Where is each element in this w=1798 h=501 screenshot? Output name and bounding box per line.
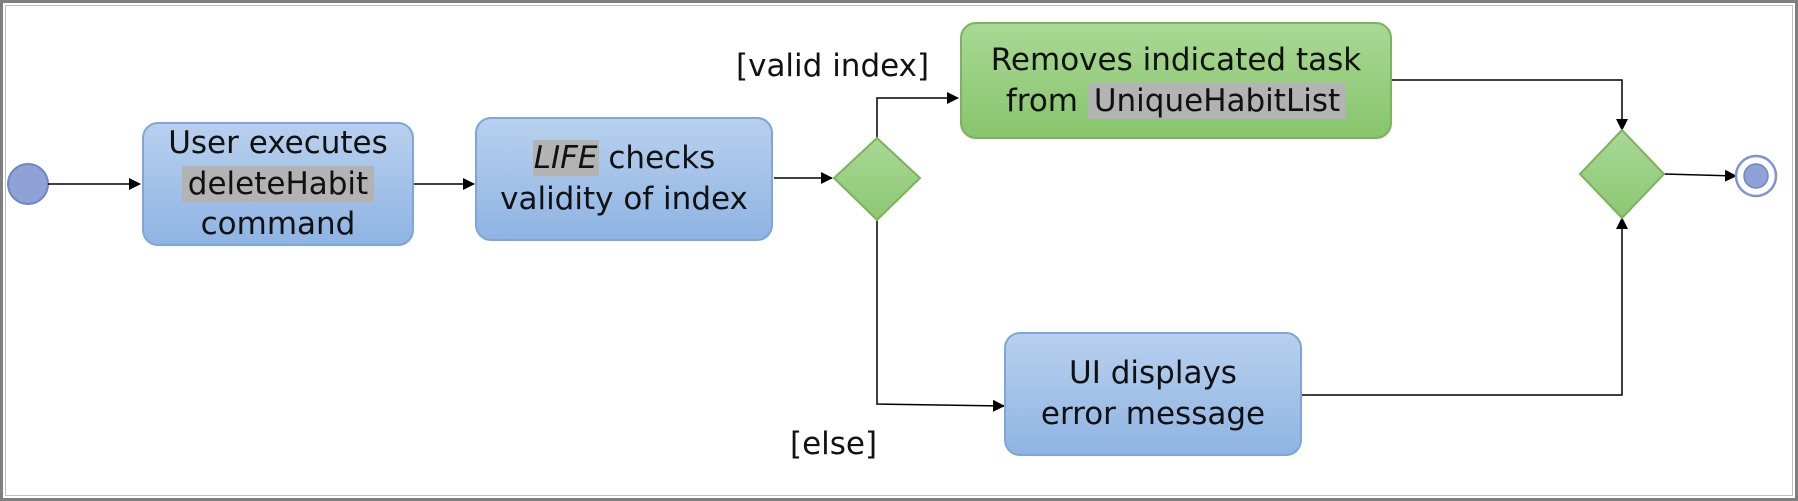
user-executes-line1: User executes: [168, 124, 388, 161]
ui-displays-line1: UI displays: [1069, 355, 1237, 392]
ui-displays-line2: error message: [1040, 396, 1266, 432]
edge-decision-to-removes-task: [876, 92, 959, 138]
action-removes-indicated-task: Removes indicated task from UniqueHabitL…: [960, 22, 1392, 139]
action-ui-displays-error: UI displays error message: [1004, 332, 1302, 456]
edge-removes-task-to-merge: [1392, 79, 1628, 131]
action-life-checks-validity: LIFE checks validity of index: [475, 117, 773, 241]
initial-node: [7, 163, 49, 205]
life-checks-line2: validity of index: [500, 181, 748, 217]
life-checks-line1-rest: checks: [598, 140, 716, 177]
life-app-name: LIFE: [532, 140, 599, 177]
delete-habit-command-name: deleteHabit: [181, 165, 375, 202]
decision-node: [832, 136, 922, 222]
edge-decision-to-ui-displays: [876, 218, 1005, 412]
edge-merge-to-final: [1663, 169, 1737, 182]
unique-habit-list-name: UniqueHabitList: [1087, 82, 1347, 119]
final-node-core: [1743, 163, 1769, 189]
removes-task-line1: Removes indicated task: [990, 41, 1362, 78]
diagram-inner-border: [5, 5, 1793, 496]
removes-task-line2-prefix: from: [1005, 82, 1088, 119]
guard-else: [else]: [790, 426, 878, 462]
merge-node: [1578, 128, 1666, 220]
guard-valid-index: [valid index]: [736, 48, 930, 84]
edge-ui-displays-to-merge: [1302, 217, 1628, 396]
user-executes-line3: command: [200, 206, 356, 243]
action-user-executes-command: User executes deleteHabit command: [142, 122, 414, 246]
